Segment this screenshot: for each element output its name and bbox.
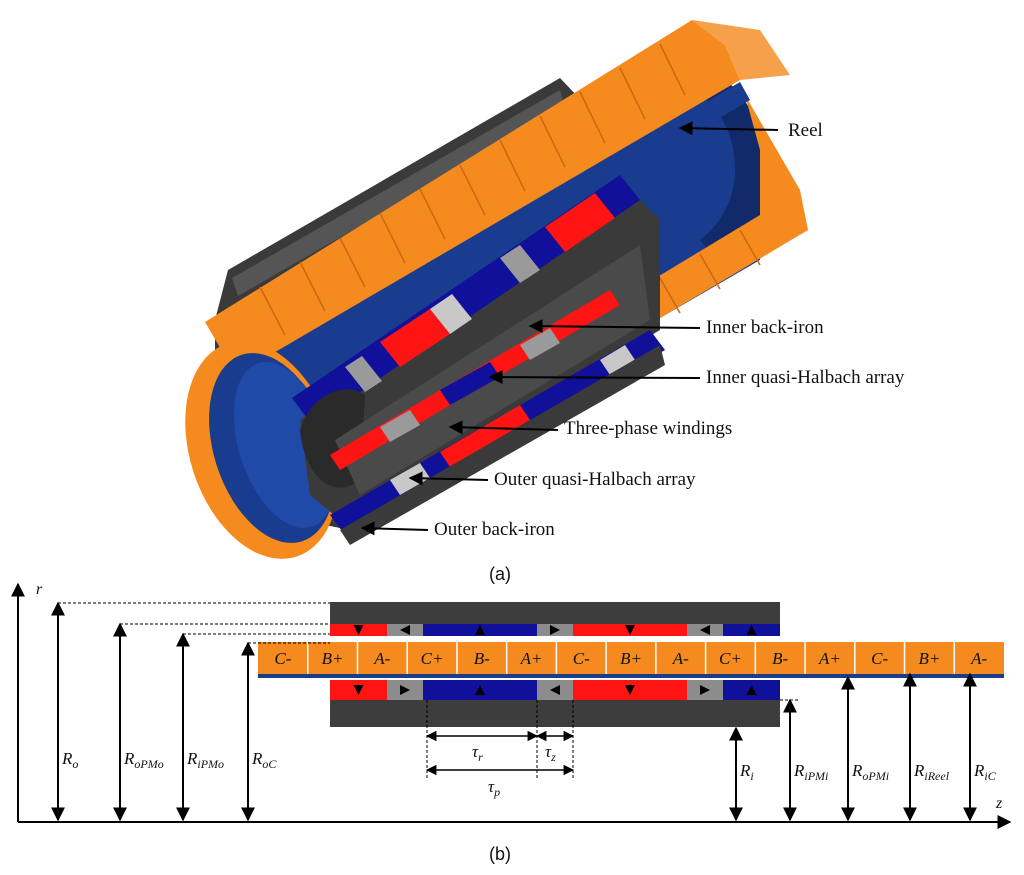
radius-label: RiPMo <box>186 749 224 771</box>
pitch-label: τz <box>545 742 556 764</box>
coil-label: C+ <box>719 649 742 668</box>
radius-label: Ri <box>739 761 754 783</box>
coil-label: C+ <box>421 649 444 668</box>
coil-label: C- <box>274 649 291 668</box>
coil-label: B+ <box>322 649 344 668</box>
outer-magnetization-arrow-icon <box>700 625 710 635</box>
outer-back-iron-label: Outer back-iron <box>434 519 555 540</box>
radius-label: RiReel <box>913 761 950 783</box>
inner-halbach-leader <box>488 370 701 385</box>
reel-leader <box>678 121 779 136</box>
coil-label: A+ <box>520 649 543 668</box>
inner-magnetization-arrow-icon <box>550 685 560 695</box>
pitch-label: τr <box>472 742 483 764</box>
z-axis-label: z <box>995 795 1003 812</box>
windings-section: C- B+ A- C+ B- A+ C- B+ A- C+ B- A+ C- B+ A- <box>258 642 1004 674</box>
coil-label: B- <box>772 649 788 668</box>
dimension-lines: Ro RoPMo RiPMo RoC Ri RiPMi RoPMi RiReel RiC τr τz… <box>51 601 997 822</box>
caption-b: (b) <box>489 844 511 864</box>
reel-section <box>258 674 1004 678</box>
outer-halbach-section <box>330 624 780 636</box>
coil-label: B- <box>474 649 490 668</box>
outer-magnetization-arrow-icon <box>550 625 560 635</box>
inner-back-iron-label: Inner back-iron <box>706 317 824 338</box>
coil-label: C- <box>871 649 888 668</box>
pitch-label: τp <box>488 777 500 799</box>
inner-magnetization-arrow-icon <box>700 685 710 695</box>
outer-magnetization-arrow-icon <box>625 625 635 635</box>
outer-halbach-label: Outer quasi-Halbach array <box>494 469 696 490</box>
outer-back-iron-section <box>330 602 780 624</box>
outer-magnetization-arrow-icon <box>746 625 757 635</box>
coil-label: A- <box>970 649 987 668</box>
outer-back-iron-leader <box>360 521 429 536</box>
inner-assembly <box>292 175 660 520</box>
inner-magnetization-arrow-icon <box>746 685 757 695</box>
radius-label: RoPMo <box>123 749 164 771</box>
windings-leader <box>448 420 559 435</box>
radius-label: Ro <box>61 749 78 771</box>
coil-label: C- <box>573 649 590 668</box>
inner-magnetization-arrow-icon <box>353 685 364 695</box>
caption-a: (a) <box>489 564 511 584</box>
radius-label: RiC <box>973 761 997 783</box>
inner-halbach-label: Inner quasi-Halbach array <box>706 367 905 388</box>
coil-label: A- <box>672 649 689 668</box>
coil-label: A- <box>373 649 390 668</box>
inner-back-iron-section <box>330 700 780 727</box>
outer-magnetization-arrow-icon <box>475 625 485 635</box>
radius-label: RiPMi <box>793 761 828 783</box>
coil-row-bg <box>258 642 1004 674</box>
radius-label: RoC <box>251 749 277 771</box>
windings-label: Three-phase windings <box>564 418 732 439</box>
inner-halbach-section <box>330 680 780 700</box>
r-axis-label: r <box>36 581 43 598</box>
outer-halbach-leader <box>408 471 489 486</box>
inner-back-iron-leader <box>528 319 701 334</box>
coil-label: B+ <box>918 649 940 668</box>
radius-label: RoPMi <box>851 761 889 783</box>
coil-label: B+ <box>620 649 642 668</box>
inner-magnetization-arrow-icon <box>475 685 485 695</box>
inner-magnetization-arrow-icon <box>625 685 635 695</box>
inner-magnetization-arrow-icon <box>400 685 410 695</box>
outer-magnetization-arrow-icon <box>400 625 410 635</box>
coil-label: A+ <box>818 649 841 668</box>
reel-label: Reel <box>788 120 823 141</box>
outer-magnetization-arrow-icon <box>353 625 364 635</box>
